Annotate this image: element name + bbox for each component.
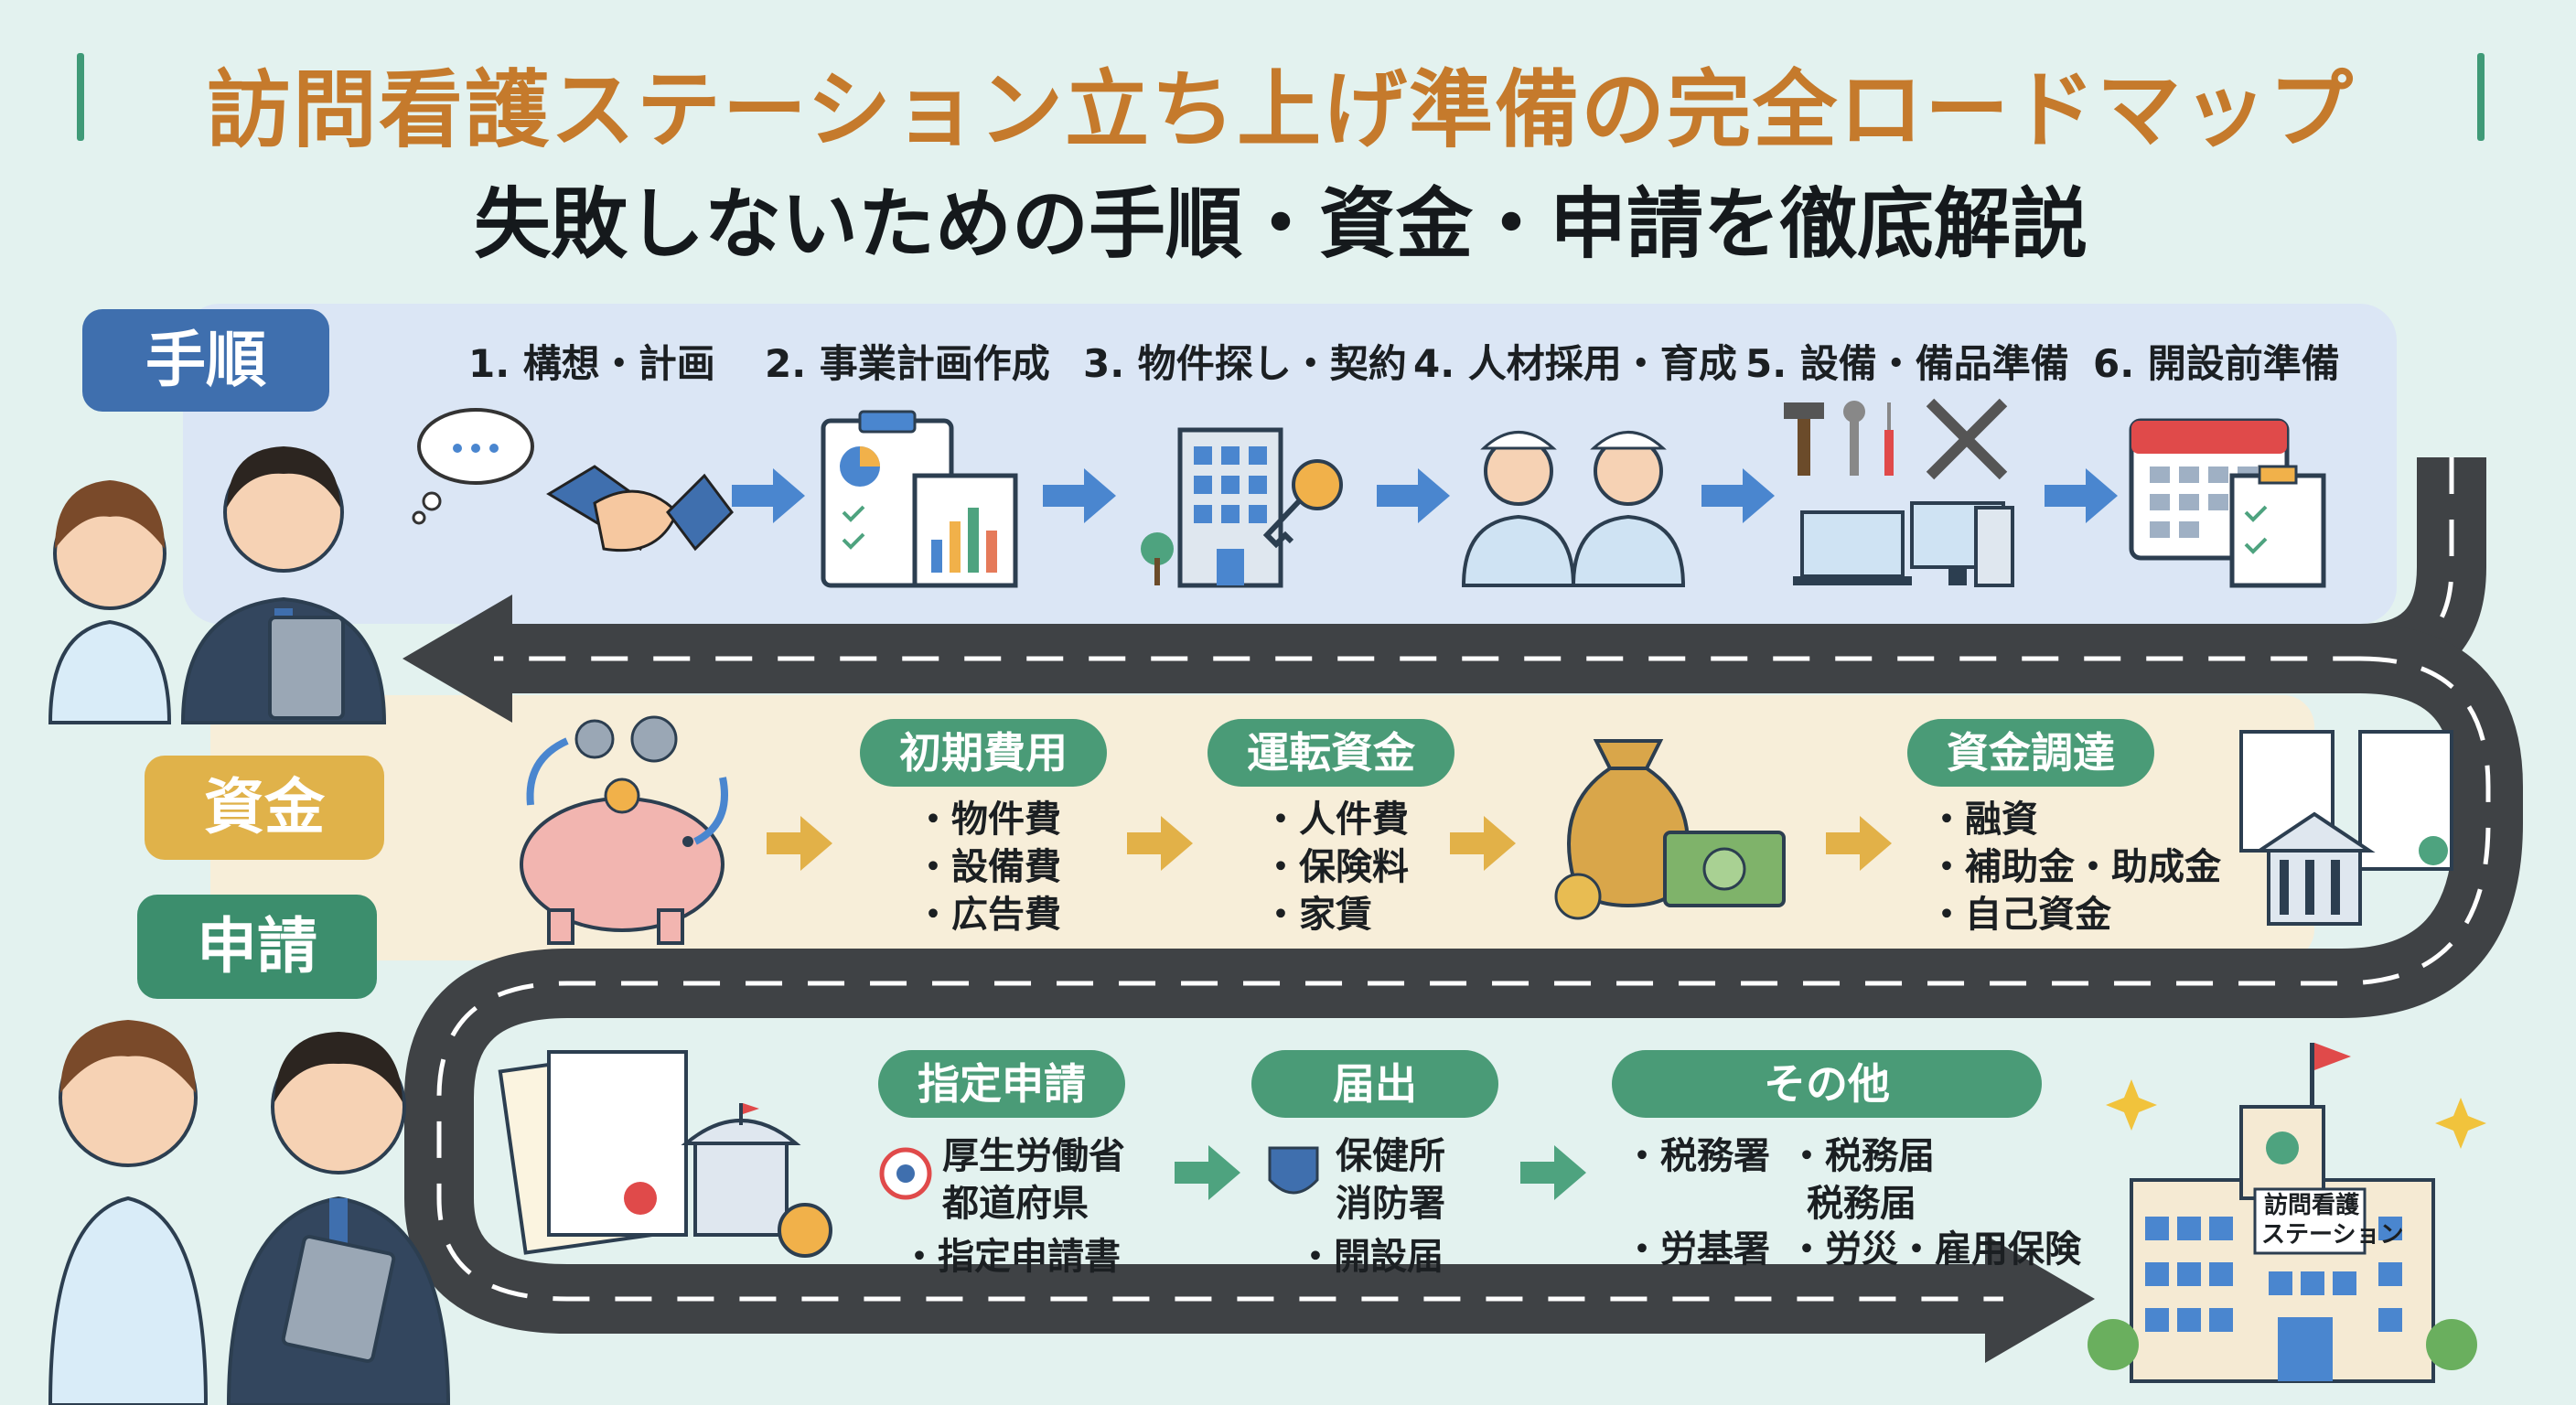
step-label-2: 2. 事業計画作成 [765,341,1050,386]
list-item: 物件費 [915,796,1061,843]
filing-item: 労災・雇用保険 [1788,1226,2081,1273]
list-item: 開設届 [1297,1233,1444,1281]
list-item: 設備費 [915,843,1061,891]
certificate-government-icon [498,1050,832,1258]
apply-arrows [1175,1145,1586,1200]
step-label-3: 3. 物件探し・契約 [1083,341,1407,386]
list-initial-costs: 物件費 設備費 広告費 [915,796,1061,938]
step-label-6: 6. 開設前準備 [2093,341,2340,386]
pill-fund-raising: 資金調達 [1907,719,2154,787]
list-fund-raising: 融資 補助金・助成金 自己資金 [1928,796,2221,938]
building-key-icon [1141,427,1343,588]
steps-band [183,304,2397,624]
office-name: 労基署 [1624,1226,1770,1273]
station-building-icon [2088,1043,2486,1383]
main-title: 訪問看護ステーション立ち上げ準備の完全ロードマップ [206,61,2356,159]
pill-other: その他 [1612,1050,2042,1118]
filing-item: 税務届 [1807,1183,1916,1225]
pill-running-costs: 運転資金 [1208,719,1454,787]
step-label-4: 4. 人材採用・育成 [1413,341,1737,386]
designation-doc: 指定申請書 [901,1233,1121,1281]
section-tag-funds: 資金 [145,756,384,860]
list-item: 補助金・助成金 [1928,843,2221,891]
notification-doc: 開設届 [1297,1233,1444,1281]
clipboard-chart-icon [821,410,1018,588]
station-sign-line: ステーション [2261,1221,2404,1249]
office-name: 税務署 [1624,1132,1770,1180]
title-accent-bar-right [2477,53,2485,141]
list-item: 人件費 [1262,796,1409,843]
list-item: 家賃 [1262,891,1409,938]
org-line: 都道府県 [942,1183,1089,1225]
filing-item: 税務届 [1788,1132,1935,1180]
nurses-icon [1461,431,1686,587]
road [402,457,2523,1363]
section-tag-steps: 手順 [82,309,329,412]
title-accent-bar-left [77,53,84,141]
thought-handshake-icon [412,408,734,552]
list-item: 広告費 [915,891,1061,938]
bank-documents-icon [2239,730,2453,926]
pill-notification: 届出 [1251,1050,1498,1118]
section-tag-apply: 申請 [137,895,377,999]
pill-initial-costs: 初期費用 [860,719,1107,787]
step-label-1: 1. 構想・計画 [468,341,715,386]
other-row1: 税務署 税務届 税務届 [1624,1132,1935,1228]
designation-orgs: 厚生労働省 都道府県 [942,1132,1125,1228]
pill-designation: 指定申請 [878,1050,1125,1118]
money-bag-icon [1554,739,1786,920]
tools-computer-icon [1784,398,2014,587]
calendar-checklist-icon [2129,418,2326,588]
list-item: 融資 [1928,796,2221,843]
funds-arrows [767,816,1892,871]
nurse-manager-top-illustration [48,446,387,724]
list-item: 指定申請書 [901,1233,1121,1281]
station-sign: 訪問看護 ステーション [2261,1191,2404,1249]
notification-orgs: 保健所 消防署 [1336,1132,1445,1228]
piggy-bank-icon [520,715,728,945]
org-line: 厚生労働省 [942,1135,1125,1177]
other-row2: 労基署 労災・雇用保険 [1624,1226,2081,1273]
ministry-logo-icon [879,1147,932,1200]
org-line: 消防署 [1336,1183,1445,1225]
list-item: 保険料 [1262,843,1409,891]
list-running-costs: 人件費 保険料 家賃 [1262,796,1409,938]
health-center-badge-icon [1268,1146,1319,1195]
station-sign-line: 訪問看護 [2263,1192,2359,1219]
step-label-5: 5. 設備・備品準備 [1745,341,2069,386]
list-item: 自己資金 [1928,891,2221,938]
org-line: 保健所 [1336,1135,1445,1177]
sub-title: 失敗しないための手順・資金・申請を徹底解説 [473,179,2088,269]
nurse-manager-bottom-illustration [48,1020,451,1405]
step-arrows [732,468,2118,523]
